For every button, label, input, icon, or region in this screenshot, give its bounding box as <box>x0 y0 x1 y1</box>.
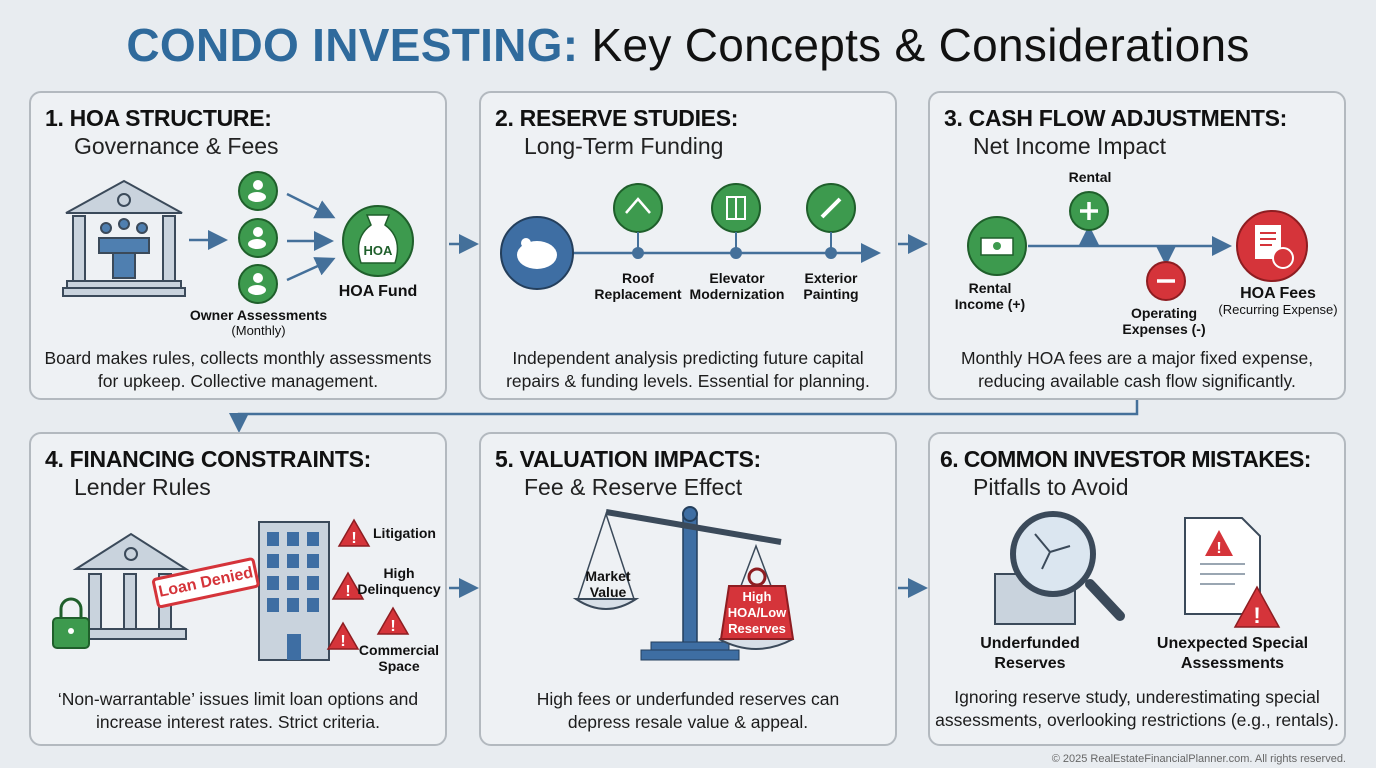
loan-denied-stamp <box>152 557 260 609</box>
reserve-timeline <box>500 183 881 290</box>
elevator-modernization-label: Elevator Modernization <box>689 270 785 302</box>
panel-heading: 2. RESERVE STUDIES: <box>495 105 739 131</box>
hoa-fees-label: HOA Fees(Recurring Expense) <box>1216 286 1340 318</box>
litigation-label: Litigation <box>373 525 436 541</box>
underfunded-reserves-label: Underfunded Reserves <box>980 635 1080 672</box>
cracked-foundation-magnifier-icon <box>994 511 1125 625</box>
mistakes-diagram: ! ! <box>994 511 1281 628</box>
condo-building-icon <box>258 521 330 661</box>
owner-assessments-text: Owner Assessments <box>189 307 328 323</box>
weight-icon <box>719 585 795 640</box>
commercial-space-label: Commercial Space <box>358 642 440 674</box>
hoa-diagram: HOA <box>62 171 414 304</box>
panel-subheading: Governance & Fees <box>74 133 279 159</box>
page-title: CONDO INVESTING: Key Concepts & Consider… <box>0 18 1376 72</box>
svg-text:!: ! <box>345 583 350 600</box>
warning-icons <box>326 518 410 650</box>
svg-text:!: ! <box>1216 540 1221 557</box>
board-building-icon <box>62 179 186 297</box>
rental-label: Rental <box>1068 169 1112 185</box>
hoa-fund-label: HOA Fund <box>338 283 418 300</box>
svg-text:!: ! <box>351 530 356 547</box>
hoa-fees-text: HOA Fees <box>1240 285 1316 302</box>
panel-description: ‘Non-warrantable’ issues limit loan opti… <box>57 689 419 732</box>
svg-text:!: ! <box>390 618 395 635</box>
hoa-bag-label: HOA <box>364 243 394 258</box>
financing-diagram: !!!! <box>52 518 410 661</box>
cash-flow-diagram <box>967 191 1308 301</box>
svg-text:!: ! <box>340 633 345 650</box>
panel-heading: 6. COMMON INVESTOR MISTAKES: <box>940 446 1311 472</box>
panel-cash-flow: 3. CASH FLOW ADJUSTMENTS: Net Income Imp… <box>928 91 1346 400</box>
roof-icon <box>613 183 663 233</box>
panel-hoa-structure: 1. HOA STRUCTURE: Governance & Fees HOA … <box>29 91 447 400</box>
panel-heading: 1. HOA STRUCTURE: <box>45 105 272 131</box>
hoa-fees-sub: (Recurring Expense) <box>1218 302 1338 317</box>
high-delinquency-label: High Delinquency <box>357 565 441 597</box>
owner-assessments-label: Owner Assessments(Monthly) <box>166 307 351 339</box>
panel-subheading: Net Income Impact <box>973 133 1167 159</box>
exterior-painting-label: Exterior Painting <box>803 270 859 302</box>
roof-replacement-label: Roof Replacement <box>594 270 682 302</box>
high-hoa-low-reserves-label: High HOA/Low Reserves <box>727 589 787 636</box>
copyright-footer: © 2025 RealEstateFinancialPlanner.com. A… <box>1051 753 1346 765</box>
panel-description: Ignoring reserve study, underestimating … <box>935 687 1339 730</box>
panel-description: Monthly HOA fees are a major fixed expen… <box>960 348 1314 391</box>
panel-description: Independent analysis predicting future c… <box>506 348 870 391</box>
panel-subheading: Fee & Reserve Effect <box>524 474 743 500</box>
svg-text:!: ! <box>1253 603 1260 628</box>
panel-investor-mistakes: 6. COMMON INVESTOR MISTAKES: Pitfalls to… <box>928 432 1346 746</box>
special-assessment-document-icon: ! ! <box>1184 517 1281 628</box>
panel-subheading: Pitfalls to Avoid <box>973 474 1129 500</box>
title-rest: Key Concepts & Considerations <box>591 19 1250 71</box>
panel-heading: 4. FINANCING CONSTRAINTS: <box>45 446 372 472</box>
panel-subheading: Lender Rules <box>74 474 211 500</box>
title-highlight: CONDO INVESTING: <box>126 19 579 71</box>
owner-assessments-sub: (Monthly) <box>231 323 286 338</box>
balance-scale-icon <box>572 506 795 661</box>
special-assessments-label: Unexpected Special Assessments <box>1156 635 1309 672</box>
operating-expenses-label: Operating Expenses (-) <box>1122 305 1206 337</box>
panel-reserve-studies: 2. RESERVE STUDIES: Long-Term Funding Ro… <box>479 91 897 400</box>
panel-description: Board makes rules, collects monthly asse… <box>44 348 432 391</box>
market-value-label: Market Value <box>585 568 631 600</box>
rental-income-label: Rental Income (+) <box>954 280 1026 312</box>
panel-heading: 3. CASH FLOW ADJUSTMENTS: <box>944 105 1288 131</box>
panel-valuation: 5. VALUATION IMPACTS: Fee & Reserve Effe… <box>479 432 897 746</box>
padlock-icon <box>52 597 90 649</box>
owner-icons <box>238 171 278 304</box>
panel-subheading: Long-Term Funding <box>524 133 724 159</box>
panel-heading: 5. VALUATION IMPACTS: <box>495 446 761 472</box>
panel-financing: 4. FINANCING CONSTRAINTS: Lender Rules !… <box>29 432 447 746</box>
panel-description: High fees or underfunded reserves can de… <box>536 689 840 732</box>
